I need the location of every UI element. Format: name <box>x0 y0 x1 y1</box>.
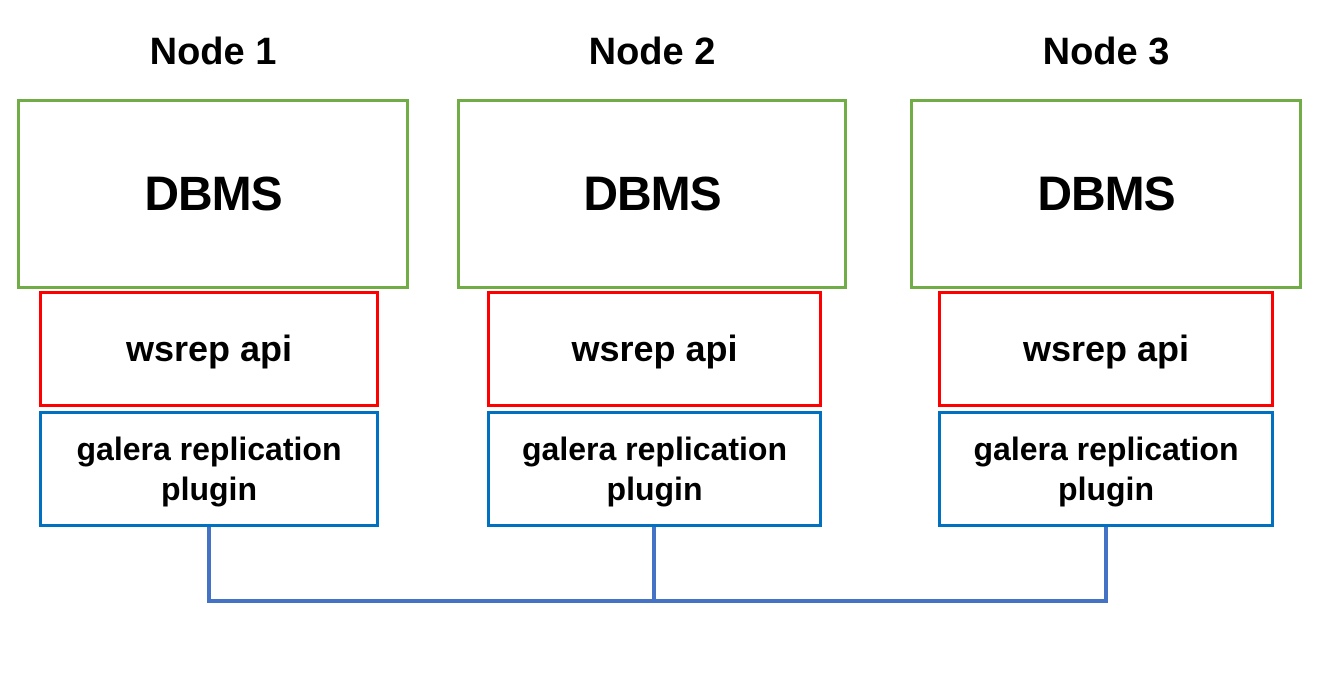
node-2-galera-plugin-label: galera replication plugin <box>522 431 787 507</box>
node-2-title: Node 2 <box>588 31 716 73</box>
node-3-wsrep-api-label: wsrep api <box>1022 328 1190 369</box>
node-2-galera-plugin-box: galera replication plugin <box>487 411 822 527</box>
node-3-dbms-label: DBMS <box>1037 167 1175 221</box>
node-1-dbms-box: DBMS <box>17 99 409 289</box>
node-2-wsrep-api-box: wsrep api <box>487 291 822 407</box>
node-2-wsrep-api-label: wsrep api <box>571 328 738 369</box>
node-3-galera-plugin-label: galera replication plugin <box>973 431 1239 507</box>
connector-line-node-2 <box>652 527 656 603</box>
node-1-title: Node 1 <box>149 31 277 73</box>
node-3-wsrep-api-box: wsrep api <box>938 291 1274 407</box>
node-1-dbms-label: DBMS <box>144 167 282 221</box>
connector-line-node-3 <box>1104 527 1108 603</box>
node-2-dbms-box: DBMS <box>457 99 847 289</box>
node-1-wsrep-api-label: wsrep api <box>125 328 293 369</box>
connector-line-node-1 <box>207 527 211 603</box>
node-1-wsrep-api-box: wsrep api <box>39 291 379 407</box>
node-1-galera-plugin-box: galera replication plugin <box>39 411 379 527</box>
node-2-dbms-label: DBMS <box>583 167 721 221</box>
connector-line-bus <box>207 599 1108 603</box>
node-3-title: Node 3 <box>1042 31 1170 73</box>
node-3-galera-plugin-box: galera replication plugin <box>938 411 1274 527</box>
node-1-galera-plugin-label: galera replication plugin <box>76 431 342 507</box>
node-3-dbms-box: DBMS <box>910 99 1302 289</box>
